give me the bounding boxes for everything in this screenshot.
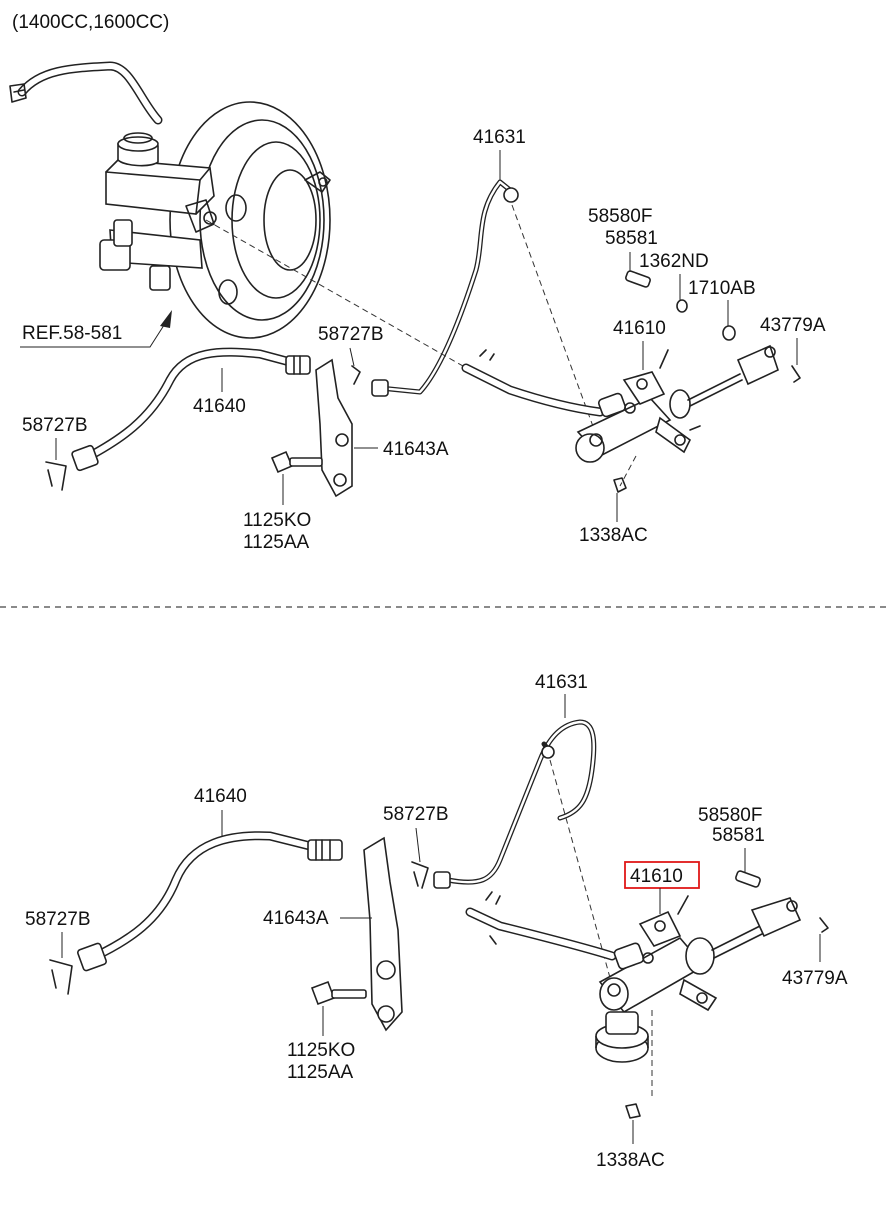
clutch-pipe-bottom-drawing <box>433 719 597 889</box>
label-clip-left-bottom: 58727B <box>25 909 91 930</box>
label-nut-bottom: 1338AC <box>596 1150 665 1171</box>
label-hose-top: 41640 <box>193 396 246 417</box>
clutch-hose-bottom-drawing <box>77 831 343 972</box>
brake-master-cylinder-drawing <box>99 132 217 291</box>
label-bracket-bottom: 41643A <box>263 908 329 929</box>
label-bolt-1125ko-top: 1125KO <box>243 510 311 531</box>
label-master-cylinder-bottom[interactable]: 41610 <box>630 866 683 887</box>
clutch-master-cylinder-bottom-drawing <box>465 891 802 1063</box>
label-bolt-58581-top: 58581 <box>605 228 658 249</box>
master-cylinder-highlight-box <box>624 861 700 889</box>
bottom-section: 41631 41640 58727B 58727B <box>25 672 848 1171</box>
bracket-bolt-bottom-drawing <box>310 980 367 1006</box>
label-washer-top: 1362ND <box>639 251 709 272</box>
bolt-drawing <box>625 270 651 288</box>
label-bolt-1125aa-top: 1125AA <box>243 532 310 553</box>
label-clevis-pin-bottom: 43779A <box>782 968 848 989</box>
label-hose-bottom: 41640 <box>194 786 247 807</box>
label-bolt-58580f-top: 58580F <box>588 206 652 227</box>
engine-variant-note: (1400CC,1600CC) <box>12 12 169 33</box>
label-clip-bottom: 58727B <box>383 804 449 825</box>
bracket-top-drawing <box>315 358 353 498</box>
clutch-master-cylinder-top-drawing <box>461 344 779 463</box>
label-nut-top: 1338AC <box>579 525 648 546</box>
label-master-cylinder-top: 41610 <box>613 318 666 339</box>
label-bracket-top: 41643A <box>383 439 449 460</box>
label-bolt-1125ko-bottom: 1125KO <box>287 1040 355 1061</box>
label-pipe-top: 41631 <box>473 127 526 148</box>
label-pipe-bottom: 41631 <box>535 672 588 693</box>
label-bolt-58580f-bottom: 58580F <box>698 805 762 826</box>
bracket-bolt-top-drawing <box>270 450 323 474</box>
top-section: REF.58-581 41631 58580F 58581 1362ND 171… <box>9 61 826 553</box>
clutch-pipe-drawing <box>371 179 519 397</box>
label-bolt-58581-bottom: 58581 <box>712 825 765 846</box>
brake-booster-drawing <box>9 61 331 339</box>
ref-arrow-icon <box>160 310 172 328</box>
label-clevis-pin-top: 43779A <box>760 315 826 336</box>
label-clip-top: 58727B <box>318 324 384 345</box>
label-oring-top: 1710AB <box>688 278 756 299</box>
clutch-hose-top-drawing <box>71 347 311 472</box>
ref-label: REF.58-581 <box>22 323 122 344</box>
label-bolt-1125aa-bottom: 1125AA <box>287 1062 354 1083</box>
bracket-bottom-drawing <box>363 836 403 1032</box>
label-clip-left-top: 58727B <box>22 415 88 436</box>
